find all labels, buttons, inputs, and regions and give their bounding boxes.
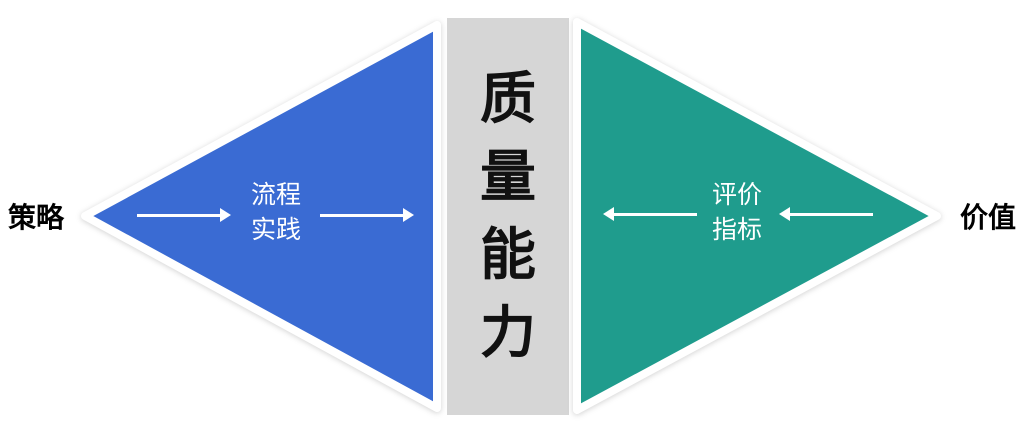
right-arrow-icon [320,208,414,222]
left-triangle-label-line1: 流程 [250,181,302,209]
center-title-char: 力 [480,301,536,364]
center-title: 质 量 能 力 [447,0,569,432]
center-title-char: 质 [480,67,536,130]
left-triangle-shape [81,21,441,412]
right-triangle-label-line1: 评价 [711,181,763,209]
right-triangle-label: 评价 指标 [712,178,762,248]
left-label: 策略 [8,202,65,233]
right-triangle-shape [573,18,941,414]
left-triangle-label: 流程 实践 [251,178,301,248]
left-triangle-label-line2: 实践 [250,216,302,244]
center-title-char: 量 [480,145,536,208]
right-label: 价值 [959,202,1016,233]
right-arrow-icon [137,208,231,222]
center-title-char: 能 [480,223,536,286]
left-arrow-icon [603,207,697,221]
center-column [447,18,569,415]
left-arrow-icon [779,207,873,221]
right-triangle-label-line2: 指标 [711,216,763,244]
